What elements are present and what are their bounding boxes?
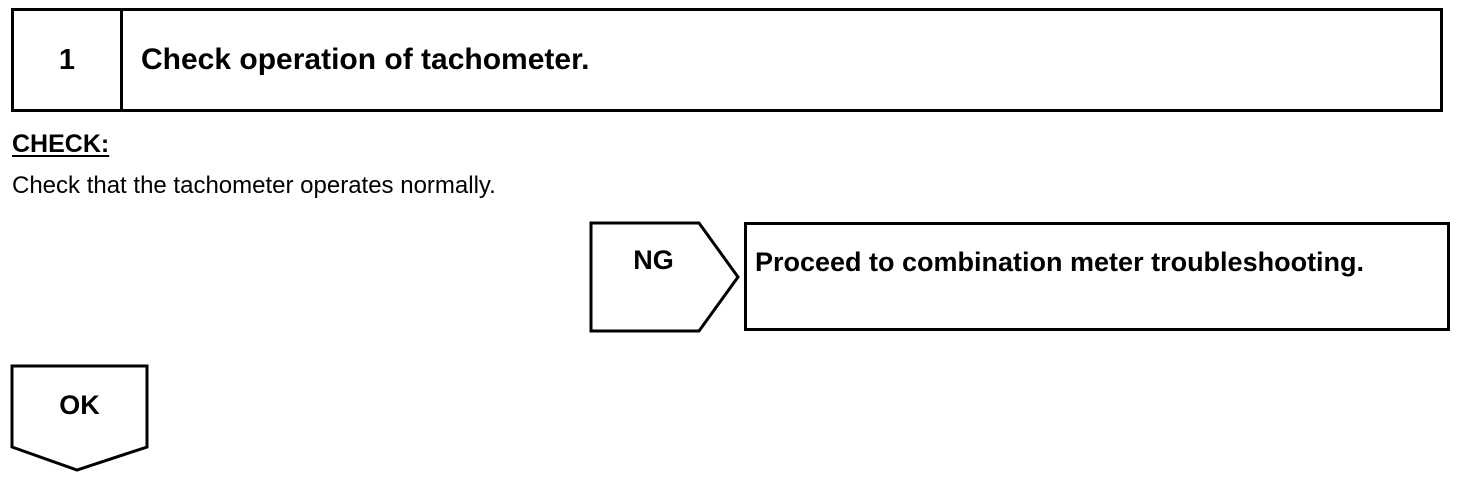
ng-arrow-box (589, 221, 740, 333)
step-number: 1 (14, 11, 123, 109)
check-instruction: Check that the tachometer operates norma… (12, 172, 496, 199)
ng-result-box: Proceed to combination meter troubleshoo… (744, 222, 1450, 331)
step-title: Check operation of tachometer. (141, 43, 590, 76)
ng-label: NG (633, 245, 674, 275)
ok-label: OK (59, 390, 100, 420)
check-heading: CHECK: (12, 130, 110, 158)
step-header: 1 Check operation of tachometer. (11, 8, 1443, 112)
